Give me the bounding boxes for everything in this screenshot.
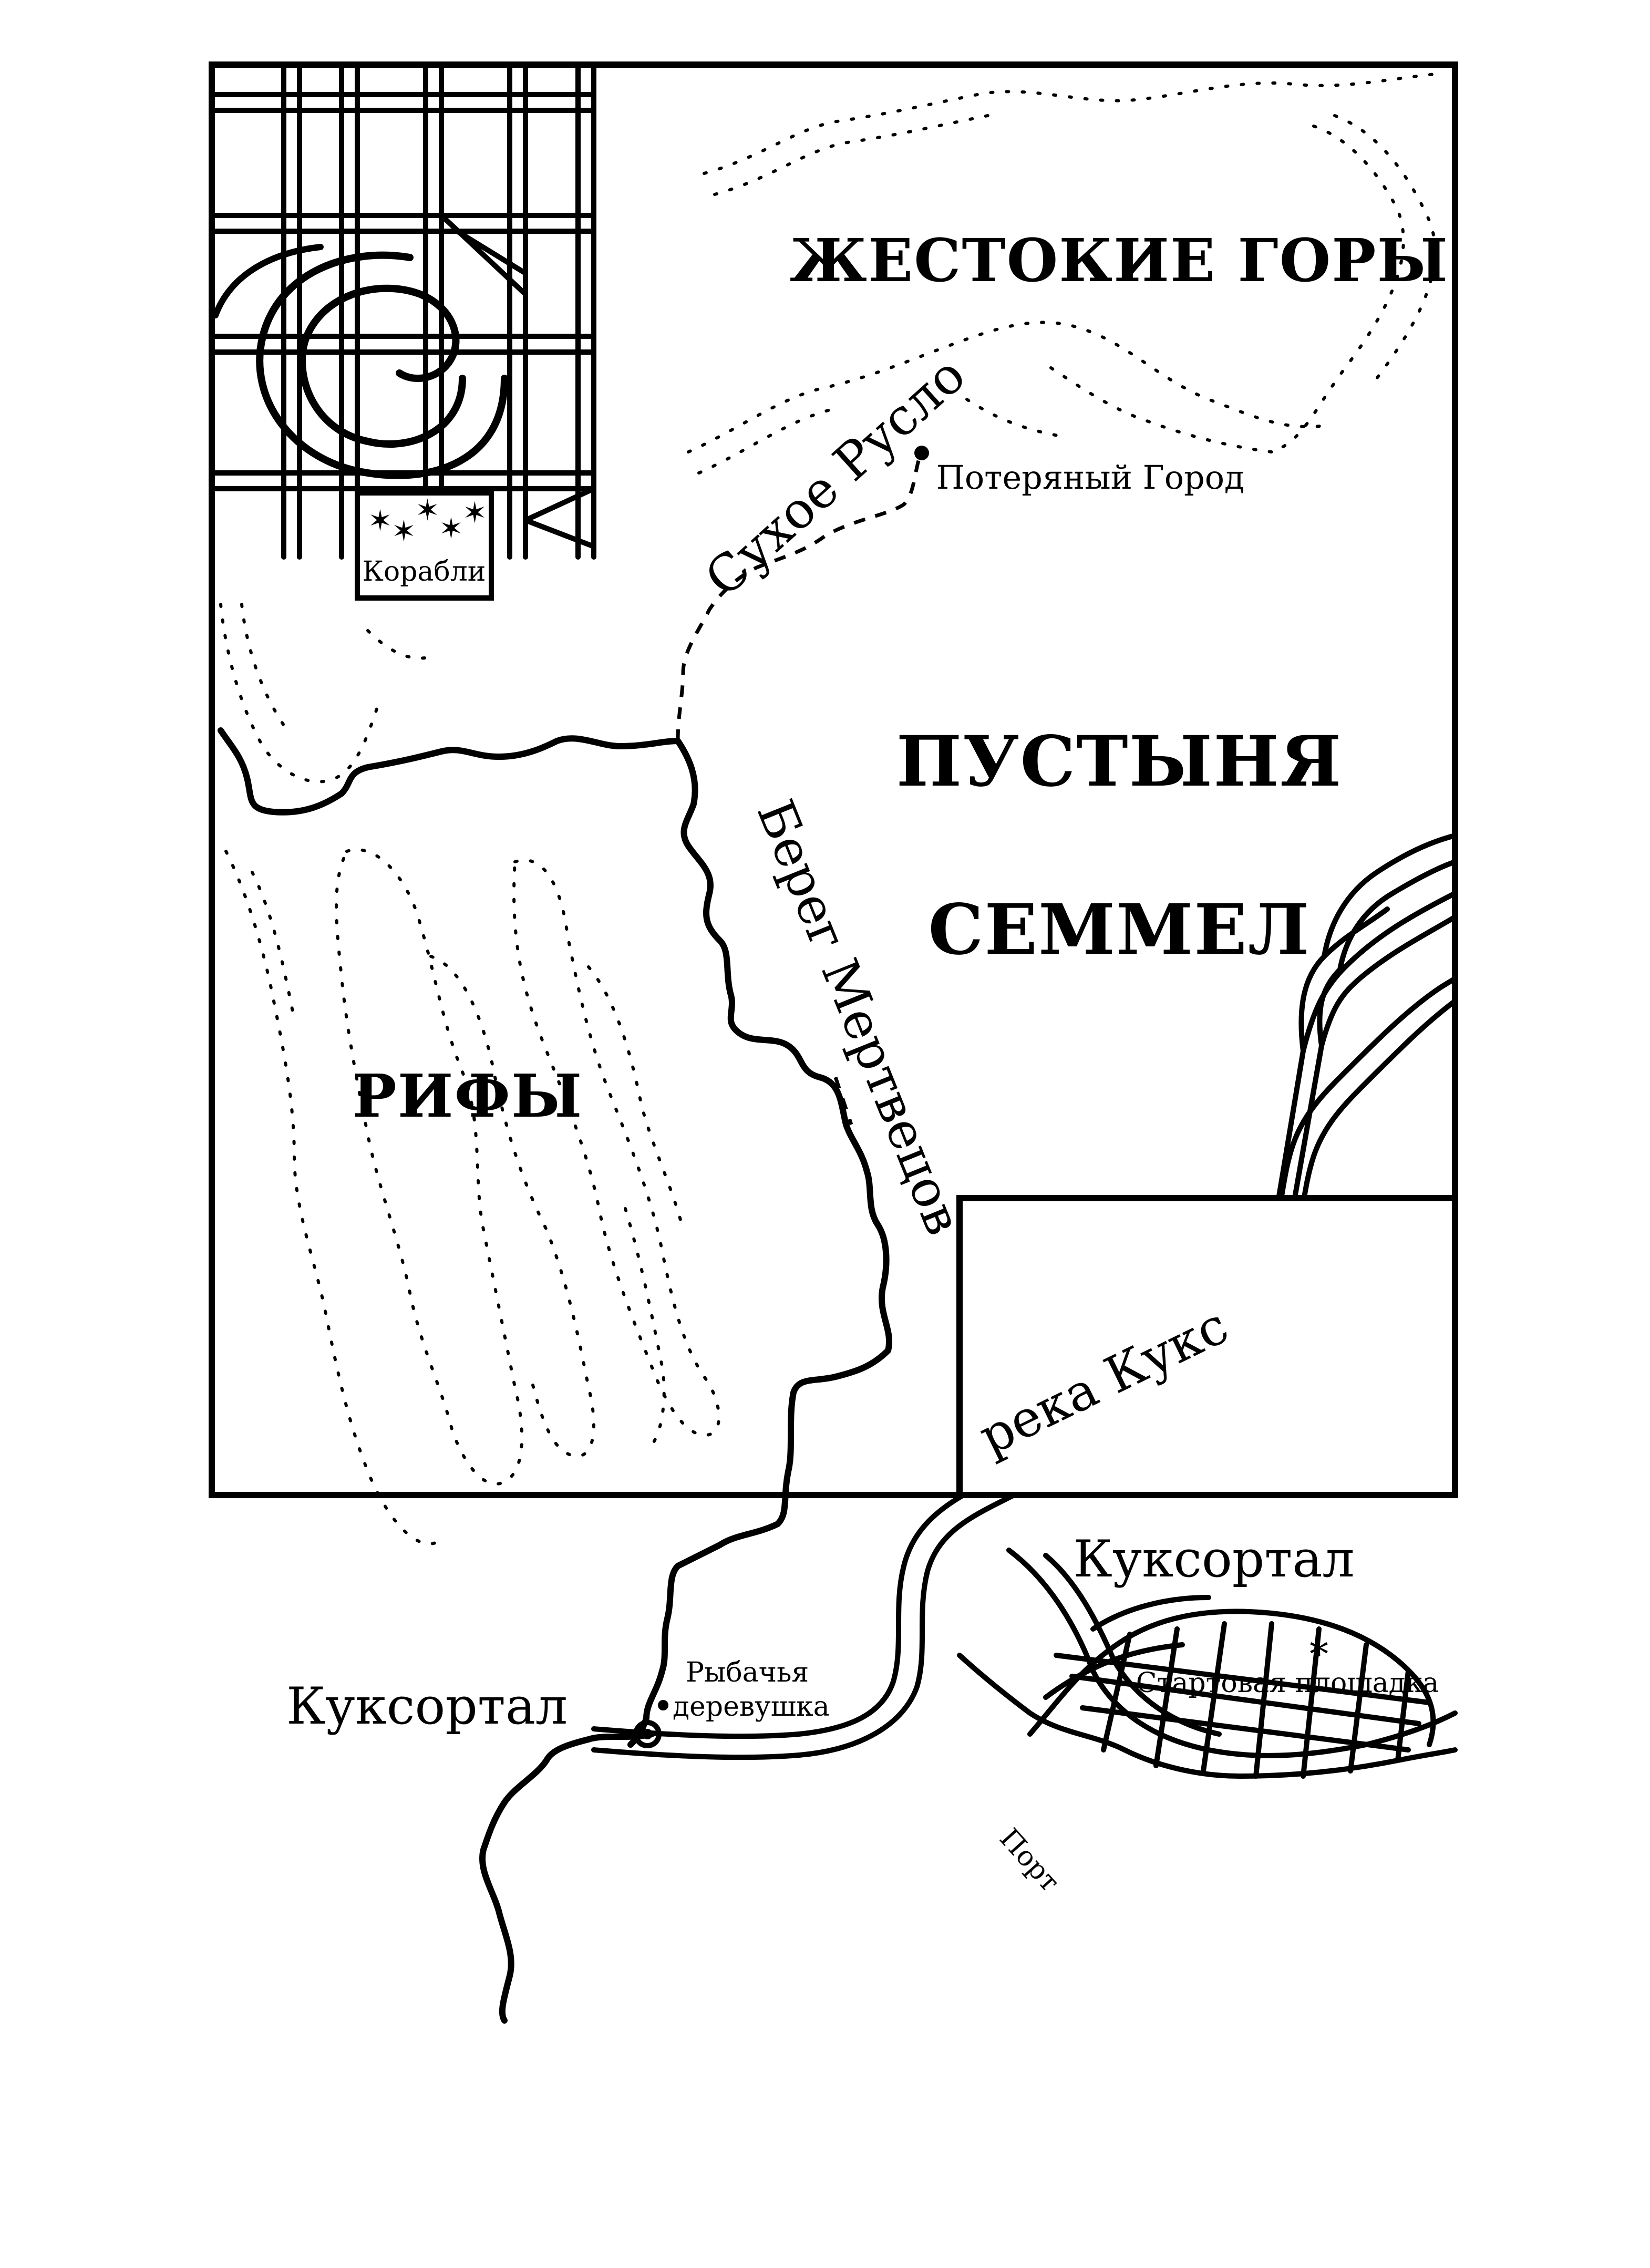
star-icon: ✶ [368, 504, 393, 538]
ships-harbor: ✶ ✶ ✶ ✶ ✶ Корабли [355, 490, 494, 601]
inset-city-label: Куксортал [1073, 1530, 1354, 1589]
mountain-range [687, 72, 1441, 475]
desert-label-line2: СЕММЕЛ [928, 889, 1310, 971]
star-icon: ✶ [415, 493, 440, 528]
desert-label-line1: ПУСТЫНЯ [896, 721, 1343, 802]
city-main-dot [633, 1720, 662, 1748]
dry-riverbed-label: Сухое Русло [694, 345, 976, 608]
launch-pad-label: Стартовая площадка [1136, 1667, 1439, 1699]
dead-coast-label: Берег Мертвецов [746, 792, 974, 1243]
coastline [218, 727, 893, 1748]
map-border [209, 61, 1458, 1498]
star-icon: ✶ [439, 512, 463, 546]
reefs-label: РИФЫ [353, 1062, 583, 1131]
fishing-village-label-line2: деревушка [673, 1691, 830, 1723]
inset-map [956, 1195, 1458, 1779]
lost-city-label: Потеряный Город [936, 458, 1244, 497]
mountains-label: ЖЕСТОКИЕ ГОРЫ [790, 226, 1449, 295]
asterisk-icon: ⁎ [1309, 1620, 1328, 1664]
star-icon: ✶ [462, 496, 487, 530]
lost-city-dot [914, 446, 929, 460]
ships-label: Корабли [363, 556, 486, 587]
fishing-village-label-line1: Рыбачья [686, 1657, 809, 1688]
reefs [224, 848, 721, 1545]
port-label: Порт [993, 1823, 1065, 1898]
city-grid-northwest [209, 62, 596, 560]
city-main-label: Куксортал [286, 1677, 568, 1736]
star-icon: ✶ [391, 514, 416, 549]
fishing-village-dot [658, 1700, 668, 1710]
dry-riverbed [676, 456, 922, 741]
coastal-hills [219, 603, 432, 784]
